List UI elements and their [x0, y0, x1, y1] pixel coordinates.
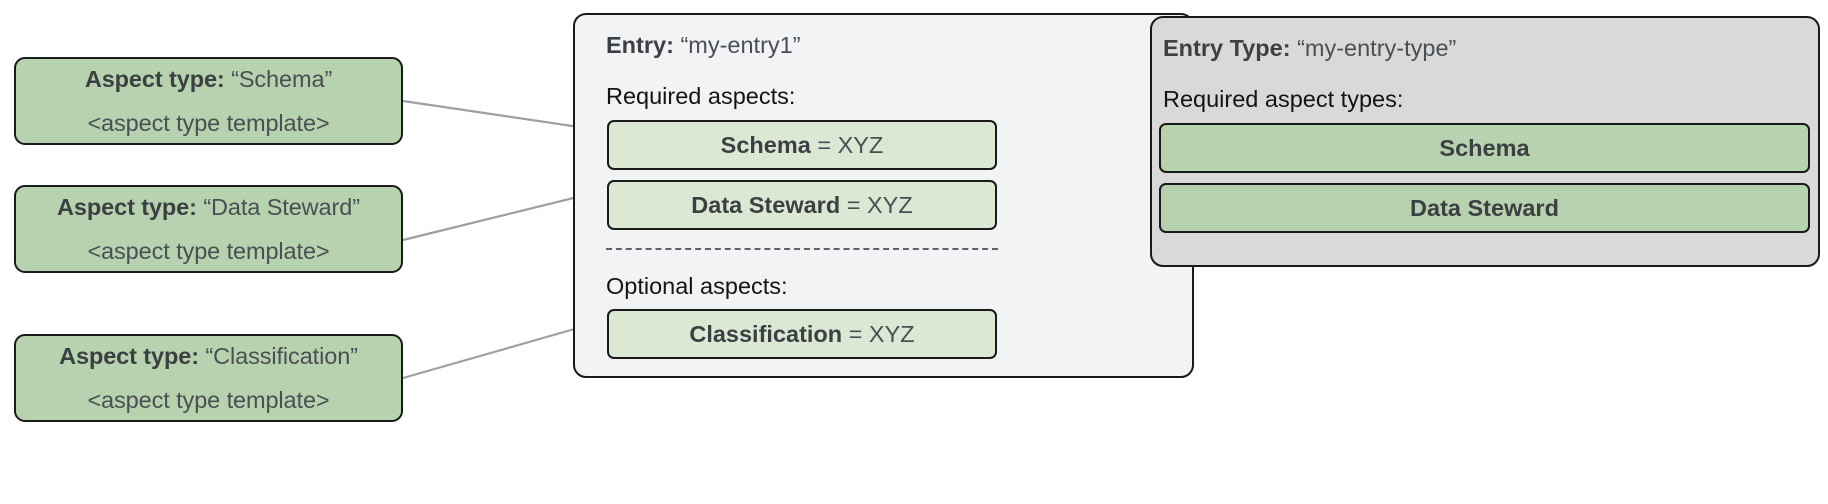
- aspect-type-card-data-steward[interactable]: Aspect type: “Data Steward” <aspect type…: [14, 185, 403, 273]
- entry-aspect-classification[interactable]: Classification = XYZ: [607, 309, 997, 359]
- entry-aspect-classification-name: Classification: [689, 320, 843, 347]
- aspect-type-card-title: Aspect type: “Classification”: [59, 343, 358, 370]
- aspect-type-label: Aspect type:: [57, 193, 197, 220]
- aspect-type-template-text: <aspect type template>: [87, 237, 330, 264]
- aspect-type-card-classification[interactable]: Aspect type: “Classification” <aspect ty…: [14, 334, 403, 422]
- aspect-type-card-title: Aspect type: “Schema”: [85, 66, 332, 93]
- aspect-type-template-text: <aspect type template>: [87, 109, 330, 136]
- aspect-type-card-title: Aspect type: “Data Steward”: [57, 194, 360, 221]
- entry-type-aspect-data-steward[interactable]: Data Steward: [1159, 183, 1810, 233]
- optional-aspects-label: Optional aspects:: [606, 273, 788, 299]
- aspect-type-name: “Data Steward”: [203, 193, 360, 220]
- entry-aspect-data-steward-name: Data Steward: [691, 191, 841, 218]
- entry-label: Entry:: [606, 32, 674, 58]
- entry-type-aspect-schema-name: Schema: [1439, 134, 1530, 161]
- aspect-type-card-schema[interactable]: Aspect type: “Schema” <aspect type templ…: [14, 57, 403, 145]
- required-aspects-label: Required aspects:: [606, 83, 796, 109]
- aspect-type-label: Aspect type:: [59, 342, 199, 369]
- aspect-type-template-text: <aspect type template>: [87, 386, 330, 413]
- entry-type-name: “my-entry-type”: [1297, 35, 1457, 61]
- entry-aspect-data-steward-value: = XYZ: [846, 191, 913, 218]
- entry-aspect-data-steward-text: Data Steward = XYZ: [691, 192, 912, 219]
- entry-type-aspect-schema[interactable]: Schema: [1159, 123, 1810, 173]
- entry-name: “my-entry1”: [680, 32, 801, 58]
- entry-type-panel[interactable]: Entry Type: “my-entry-type” Required asp…: [1150, 16, 1820, 267]
- entry-type-label: Entry Type:: [1163, 35, 1291, 61]
- entry-aspect-schema-value: = XYZ: [817, 131, 884, 158]
- entry-panel-title: Entry: “my-entry1”: [606, 32, 801, 59]
- entry-aspect-data-steward[interactable]: Data Steward = XYZ: [607, 180, 997, 230]
- aspect-type-name: “Classification”: [205, 342, 358, 369]
- required-aspect-types-label: Required aspect types:: [1163, 86, 1404, 112]
- entry-type-aspect-data-steward-name: Data Steward: [1410, 194, 1559, 221]
- entry-panel[interactable]: Entry: “my-entry1” Required aspects: Sch…: [573, 13, 1194, 378]
- entry-aspect-schema-name: Schema: [720, 131, 811, 158]
- entry-type-panel-title: Entry Type: “my-entry-type”: [1163, 35, 1456, 62]
- entry-aspect-classification-value: = XYZ: [848, 320, 915, 347]
- entry-aspect-schema[interactable]: Schema = XYZ: [607, 120, 997, 170]
- entry-aspect-classification-text: Classification = XYZ: [689, 321, 914, 348]
- entry-aspect-schema-text: Schema = XYZ: [721, 132, 884, 159]
- section-divider: [606, 248, 998, 250]
- aspect-type-name: “Schema”: [231, 65, 333, 92]
- aspect-type-label: Aspect type:: [84, 65, 225, 92]
